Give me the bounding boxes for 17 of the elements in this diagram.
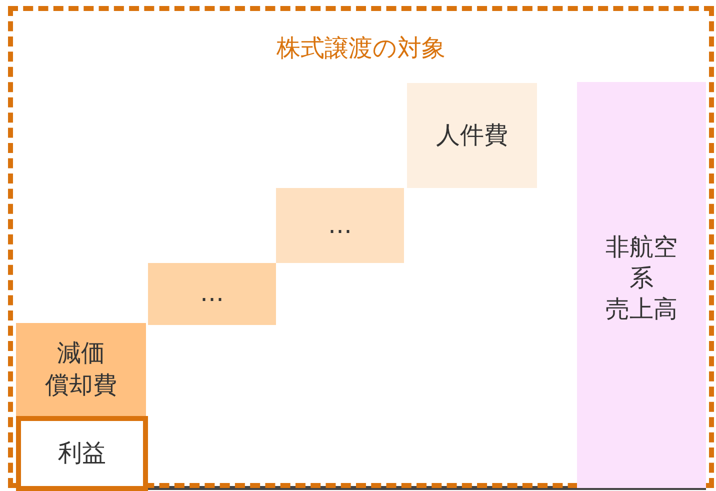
box-label: 売上高 <box>606 294 678 326</box>
title: 株式譲渡の対象 <box>276 33 446 64</box>
cost-block <box>407 83 537 188</box>
profit-box <box>16 416 148 491</box>
box-label: 償却費 <box>45 370 117 400</box>
cost-block <box>276 188 404 263</box>
box-label: … <box>328 210 352 241</box>
box-label: 利益 <box>58 438 106 469</box>
box-label: 非航空 <box>606 232 678 263</box>
revenue-bar <box>577 82 706 488</box>
cost-block <box>148 263 276 325</box>
box-label: … <box>200 278 224 310</box>
cost-block <box>16 323 146 416</box>
box-label: 系 <box>630 263 654 294</box>
box-label: 減価 <box>57 338 105 370</box>
box-label: 人件費 <box>436 120 508 151</box>
dashed-frame <box>8 6 714 488</box>
